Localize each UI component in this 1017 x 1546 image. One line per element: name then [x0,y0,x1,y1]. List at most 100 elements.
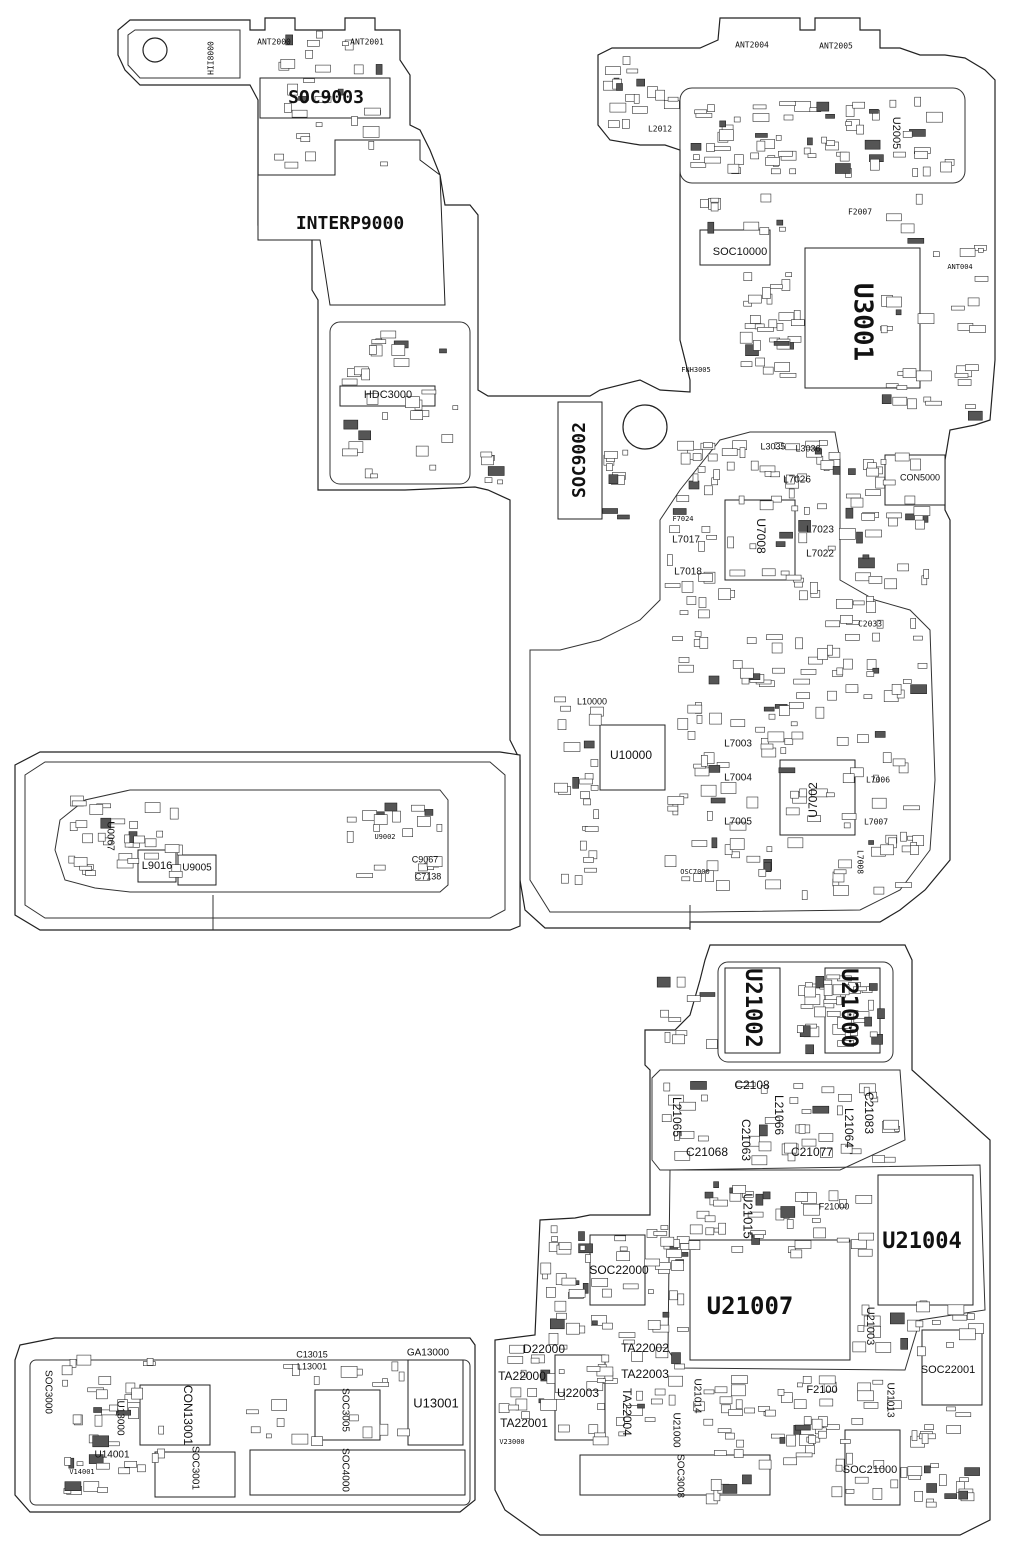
smd-pad [631,1351,644,1362]
smd-pad [687,704,703,714]
smd-pad [966,1313,975,1320]
smd-pad [693,1401,705,1412]
smd-pad [850,1239,867,1249]
smd-pad [793,1399,807,1409]
smd-pad [559,1344,568,1350]
smd-pad [915,1320,924,1328]
smd-pad [808,1435,817,1444]
smd-pad [880,844,894,856]
component-label: GA13000 [407,1348,450,1359]
smd-pad [660,1009,669,1018]
smd-pad [959,248,976,257]
smd-pad [865,529,882,538]
smd-pad [873,886,885,895]
smd-pad [556,1312,567,1320]
smd-pad [284,161,299,169]
smd-pad [755,1193,764,1206]
smd-pad [751,1155,768,1166]
smd-pad [780,570,790,576]
smd-pad [721,448,738,457]
smd-pad [480,451,493,458]
smd-pad [958,1490,969,1500]
smd-pad [393,358,410,367]
smd-pad [117,1399,128,1411]
smd-pad [617,514,630,520]
smd-pad [760,1085,768,1094]
component-label: SOC3005 [339,1388,350,1432]
smd-pad [609,102,627,113]
smd-pad [579,840,587,851]
component-label: HDC3000 [364,389,412,401]
smd-pad [946,1342,954,1348]
smd-pad [807,137,813,146]
component-label: U13000 [114,1400,125,1435]
smd-pad [604,451,618,459]
smd-pad [708,675,720,685]
component-label: L7022 [806,549,834,560]
smd-pad [925,400,942,406]
component-label: D22000 [523,1342,565,1356]
smd-pad [663,1082,671,1092]
smd-pad [758,1459,772,1470]
smd-pad [730,1384,746,1397]
smd-pad [797,473,808,482]
smd-pad [368,345,377,355]
smd-pad [759,227,770,235]
smd-pad [720,782,737,794]
smd-pad [907,238,925,244]
smd-pad [701,1094,708,1102]
smd-pad [557,719,567,731]
smd-pad [739,667,754,679]
smd-pad [626,1405,644,1416]
smd-pad [605,66,621,75]
smd-pad [974,275,989,282]
smd-pad [857,1325,865,1332]
smd-pad [833,869,847,875]
smd-pad [801,1109,812,1114]
smd-pad [291,109,308,118]
smd-pad [667,796,685,805]
smd-pad [917,662,928,669]
smd-pad [803,506,810,515]
smd-pad [361,368,371,381]
smd-pad [959,1477,969,1482]
smd-pad [826,974,841,980]
smd-pad [655,89,665,101]
smd-pad [910,618,917,629]
smd-pad [825,114,835,119]
smd-pad [843,658,853,670]
smd-pad [871,797,887,809]
smd-pad [840,614,853,624]
smd-pad [578,1243,593,1254]
smd-pad [845,121,852,126]
component-label: U21004 [882,1229,961,1254]
component-label: U21014 [691,1378,702,1413]
smd-pad [698,597,707,608]
component-label: OSC7000 [680,868,710,876]
smd-pad [823,984,833,996]
smd-pad [811,1218,821,1223]
smd-pad [771,495,782,503]
smd-pad [593,809,599,820]
smd-pad [439,348,447,354]
smd-pad [127,858,140,864]
smd-pad [579,1245,586,1251]
smd-pad [872,1379,884,1385]
smd-pad [89,804,104,815]
smd-pad [856,1011,870,1020]
smd-pad [910,458,921,471]
smd-pad [839,1439,851,1444]
smd-pad [656,976,671,988]
smd-pad [742,1474,752,1485]
smd-pad [662,1311,670,1318]
smd-pad [497,479,503,485]
smd-pad [778,767,796,774]
smd-pad [96,1462,110,1470]
smd-pad [889,1312,905,1325]
smd-pad [825,792,835,798]
smd-pad [596,1378,606,1383]
component-label: TA22003 [621,1367,669,1381]
smd-pad [900,1338,909,1350]
smd-pad [862,554,870,560]
smd-pad [888,517,898,527]
